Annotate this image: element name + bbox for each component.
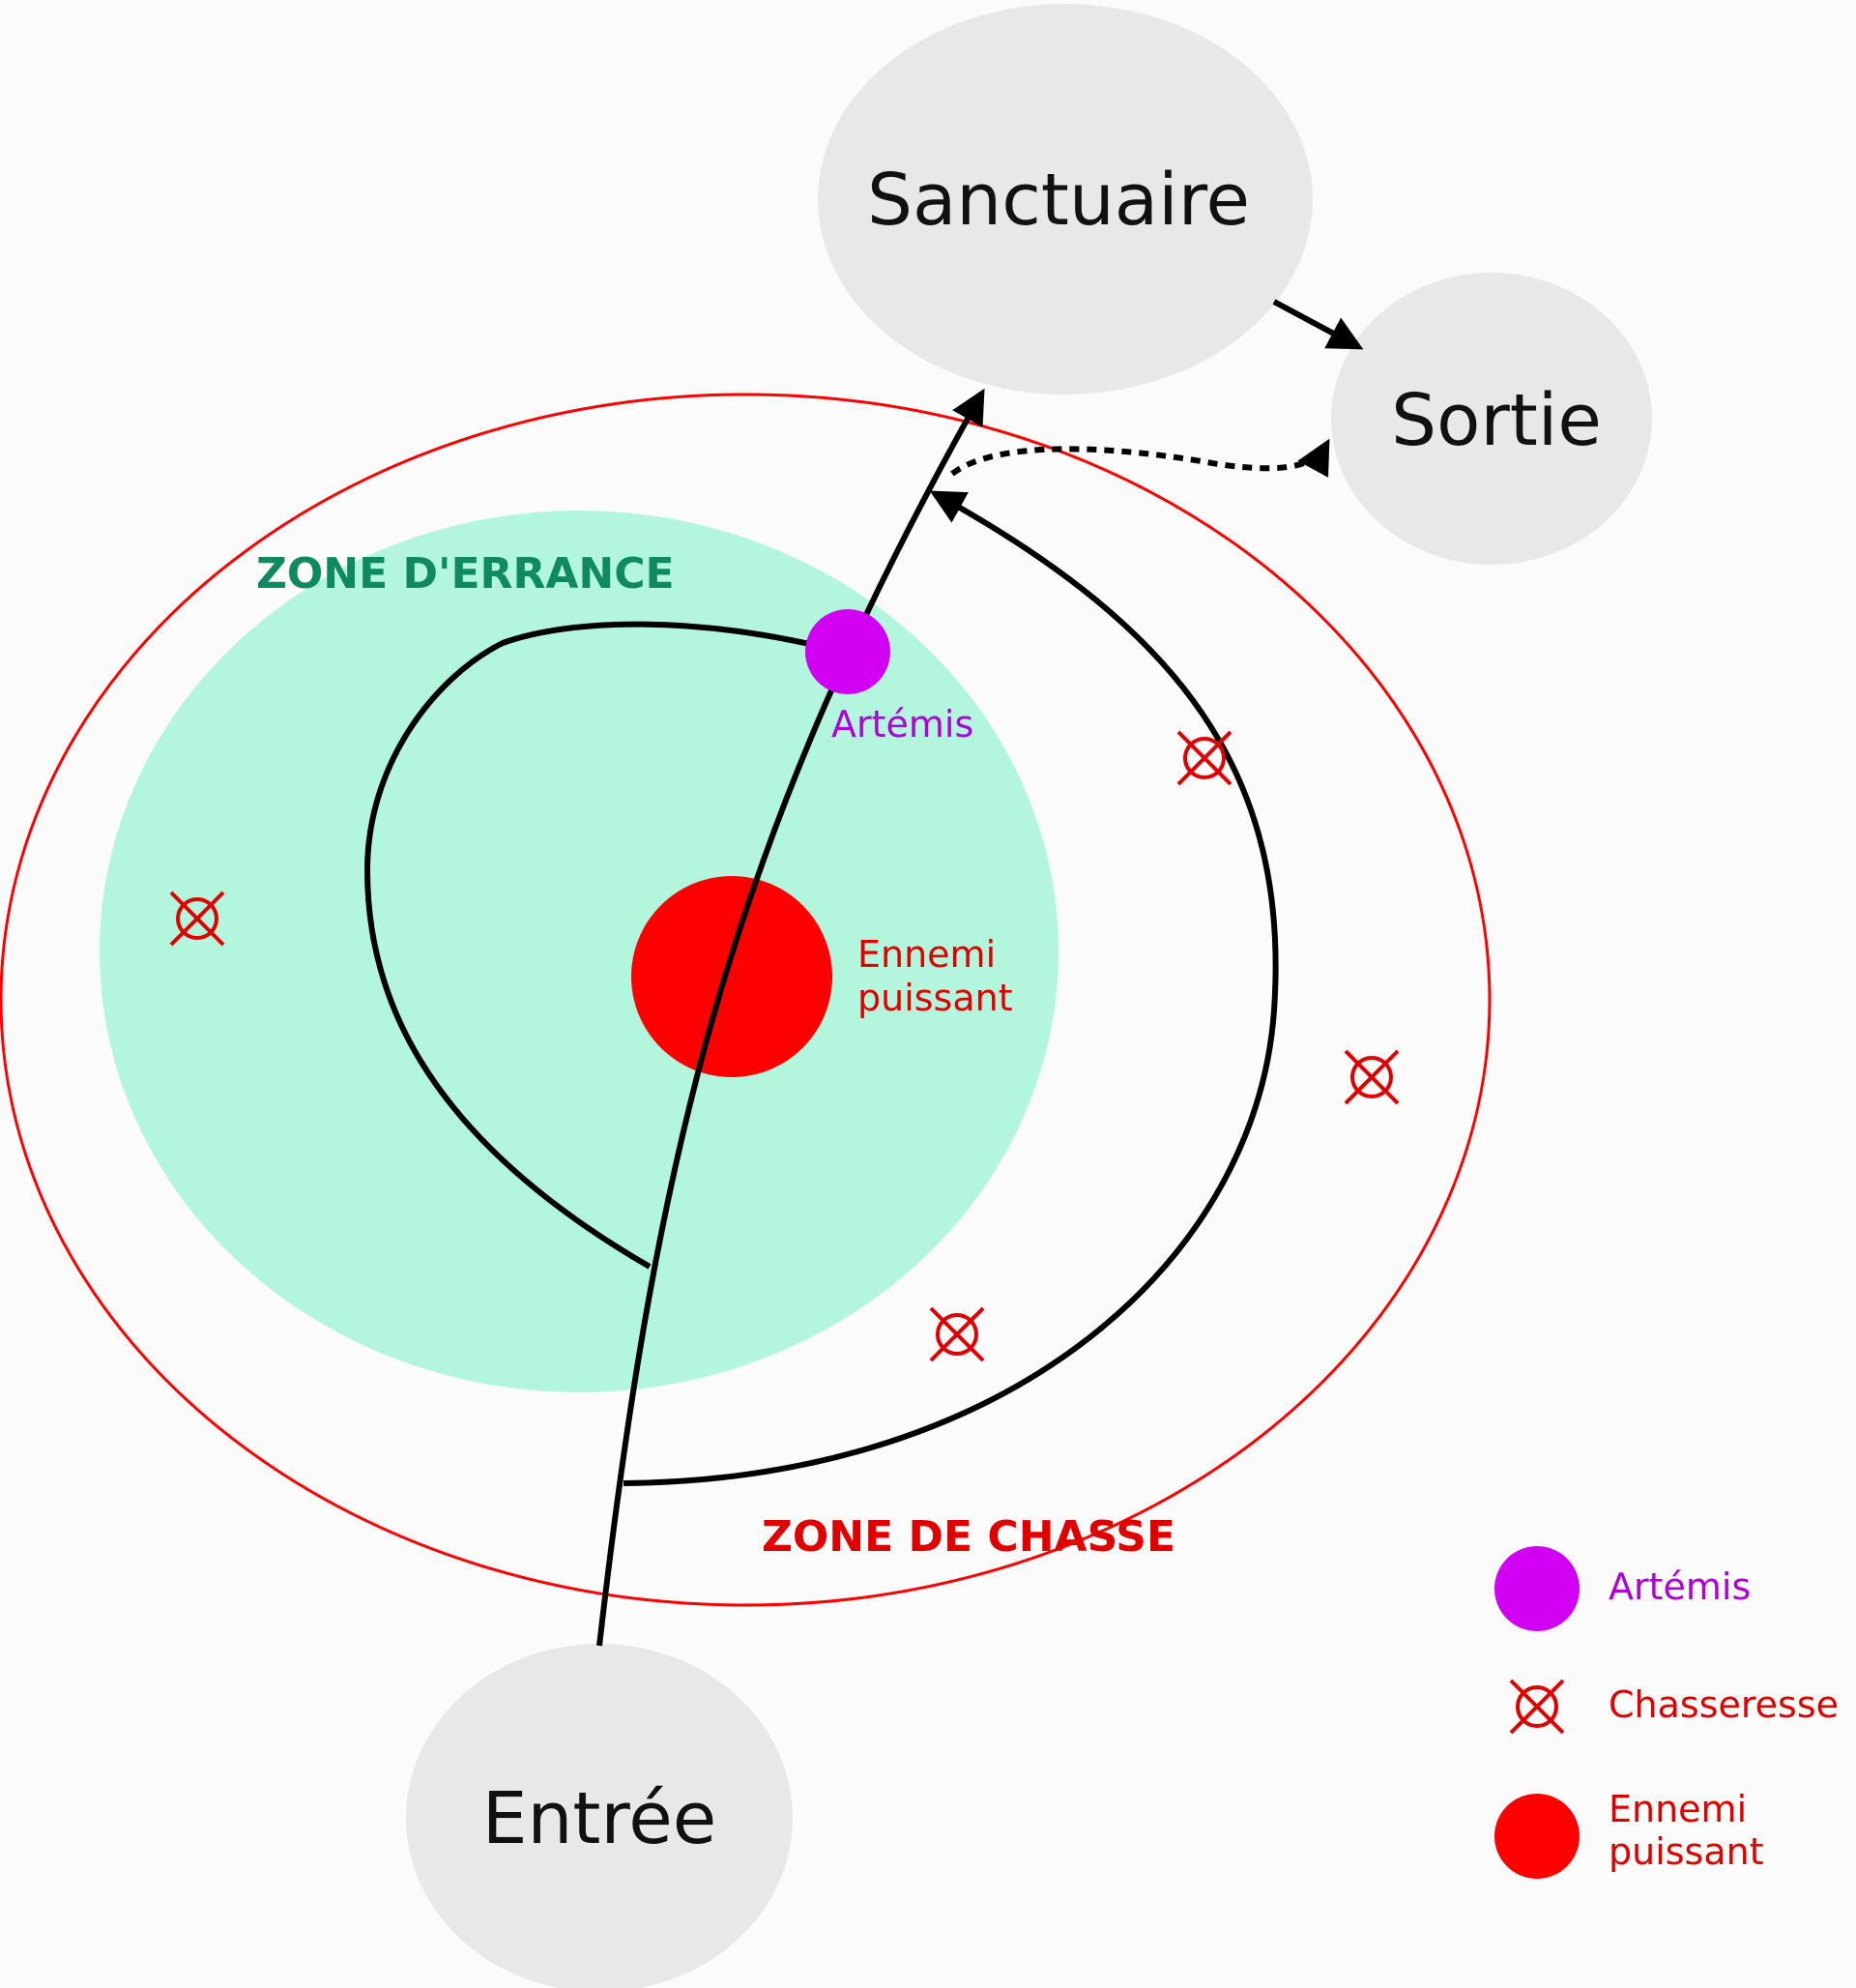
legend-enemy-label-line2: puissant <box>1609 1830 1764 1873</box>
exit-label: Sortie <box>1391 379 1602 462</box>
legend-artemis-swatch <box>1494 1546 1580 1631</box>
entrance-node <box>406 1644 793 1988</box>
entrance-label: Entrée <box>482 1777 717 1860</box>
huntress-icon <box>1344 1049 1400 1105</box>
sanctuary-node <box>818 4 1313 395</box>
exit-dotted-arrow <box>950 438 1330 478</box>
main-path-arrow <box>596 388 985 1647</box>
huntress-icon <box>169 891 225 947</box>
sanctuary-label: Sanctuaire <box>867 159 1250 242</box>
huntress-icon <box>929 1306 985 1362</box>
legend-huntress-icon <box>1509 1679 1565 1735</box>
legend-huntress-label: Chasseresse <box>1609 1683 1839 1726</box>
artemis-label: Artémis <box>831 703 973 746</box>
enemy-label-line2: puissant <box>857 977 1013 1019</box>
huntress-icon <box>1176 730 1232 786</box>
powerful-enemy-marker <box>631 876 832 1077</box>
artemis-marker <box>805 609 890 694</box>
legend-enemy-swatch <box>1494 1794 1580 1879</box>
hunt-zone-label: ZONE DE CHASSE <box>762 1512 1175 1562</box>
wander-zone-label: ZONE D'ERRANCE <box>256 549 675 599</box>
hunt-loop-arrow <box>623 490 1279 1486</box>
sanctuary-to-exit-arrow <box>1272 299 1364 350</box>
enemy-label-line1: Ennemi <box>857 933 996 976</box>
wander-loop-arrow <box>363 621 853 1270</box>
wander-zone <box>100 511 1058 1392</box>
legend-enemy-label-line1: Ennemi <box>1609 1788 1747 1830</box>
exit-node <box>1331 273 1652 565</box>
legend-artemis-label: Artémis <box>1609 1565 1751 1608</box>
legend: Artémis Chasseresse Ennemi puissant <box>1494 1546 1839 1879</box>
